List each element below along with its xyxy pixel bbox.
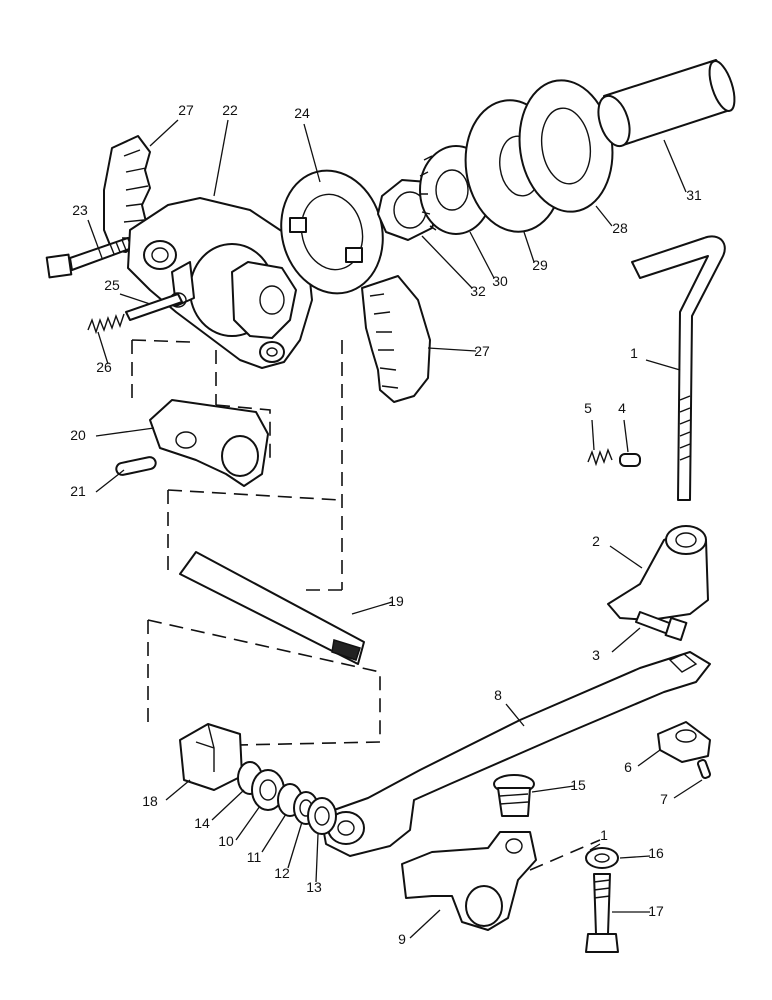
part-label-31: 31	[686, 187, 702, 203]
leader-line-26	[97, 331, 109, 365]
leader-line-18	[165, 779, 191, 801]
leader-line-31	[663, 139, 687, 193]
part-label-24: 24	[294, 105, 310, 121]
part-label-16: 16	[648, 845, 664, 861]
part-label-13: 13	[306, 879, 322, 895]
part-label-10: 10	[218, 833, 234, 849]
part-label-20: 20	[70, 427, 86, 443]
part-label-26: 26	[96, 359, 112, 375]
leader-line-7	[673, 779, 703, 799]
part-27-lower-gear-sector	[361, 275, 431, 403]
part-label-9: 9	[398, 931, 406, 947]
part-label-14: 14	[194, 815, 210, 831]
part-4-pin	[619, 453, 641, 467]
leader-line-5	[591, 419, 595, 451]
part-2-clamp	[607, 525, 709, 621]
part-3-screw	[635, 611, 688, 642]
part-31-sleeve	[597, 59, 736, 148]
leader-line-27	[427, 347, 477, 352]
leader-line-10	[235, 805, 261, 841]
leader-line-14	[211, 789, 245, 821]
leader-line-19	[351, 601, 393, 615]
part-label-12: 12	[274, 865, 290, 881]
leader-line-29	[523, 231, 535, 263]
part-20-bracket	[149, 399, 269, 487]
part-label-28: 28	[612, 220, 628, 236]
part-13-washer	[307, 797, 337, 835]
part-label-17: 17	[648, 903, 664, 919]
part-26-spring	[87, 313, 125, 335]
leader-line-6	[637, 749, 661, 767]
leader-line-15	[531, 785, 575, 793]
part-label-1: 1	[630, 345, 638, 361]
part-17-bolt	[585, 873, 619, 953]
part-label-21: 21	[70, 483, 86, 499]
leader-line-16	[619, 855, 651, 859]
part-label-3: 3	[592, 647, 600, 663]
leader-line-22	[213, 119, 229, 197]
leader-line-21	[95, 469, 125, 493]
part-25-pin	[125, 293, 183, 321]
leader-line-2	[609, 545, 643, 569]
part-label-27: 27	[178, 102, 194, 118]
part-7-pin	[697, 759, 711, 779]
leader-line-9	[409, 909, 441, 939]
part-label-27: 27	[474, 343, 490, 359]
leader-line-28	[595, 205, 613, 227]
leader-line-8	[505, 703, 525, 727]
leader-lines	[87, 119, 703, 939]
leader-line-4	[623, 419, 629, 453]
part-label-23: 23	[72, 202, 88, 218]
part-8-lever-arm	[321, 651, 711, 857]
leader-line-11	[261, 813, 287, 853]
part-label-7: 7	[660, 791, 668, 807]
leader-line-3	[611, 627, 641, 653]
part-21-pin	[115, 456, 157, 476]
part-10-bearing	[251, 769, 285, 811]
part-5-spring	[587, 447, 613, 467]
part-24-plate	[280, 169, 384, 295]
leader-line-1	[589, 843, 601, 851]
part-label-1: 1	[600, 827, 608, 843]
part-label-30: 30	[492, 273, 508, 289]
leader-line-27	[149, 119, 179, 147]
part-6-collar	[657, 721, 711, 763]
part-label-5: 5	[584, 400, 592, 416]
leader-line-13	[315, 833, 319, 883]
part-label-19: 19	[388, 593, 404, 609]
part-label-11: 11	[247, 849, 262, 865]
leader-line-32	[421, 235, 473, 289]
part-label-22: 22	[222, 102, 238, 118]
part-23-bolt	[45, 237, 133, 279]
part-22-housing	[127, 197, 313, 369]
leader-line-30	[469, 231, 495, 279]
part-label-25: 25	[104, 277, 120, 293]
part-label-4: 4	[618, 400, 626, 416]
part-label-6: 6	[624, 759, 632, 775]
part-15-bolt	[493, 774, 535, 817]
leader-line-20	[95, 427, 155, 437]
leader-line-1	[645, 359, 681, 371]
leader-line-12	[287, 821, 303, 869]
leader-line-24	[303, 123, 321, 183]
part-19-shaft	[179, 551, 365, 665]
part-label-2: 2	[592, 533, 600, 549]
leader-line-25	[119, 293, 151, 305]
part-1-lever-rod	[631, 235, 726, 501]
part-16-nut	[585, 847, 619, 869]
part-label-8: 8	[494, 687, 502, 703]
part-label-29: 29	[532, 257, 548, 273]
part-label-18: 18	[142, 793, 158, 809]
leader-line-23	[87, 219, 103, 259]
part-9-crank-arm	[401, 831, 537, 931]
part-label-32: 32	[470, 283, 486, 299]
part-label-15: 15	[570, 777, 586, 793]
